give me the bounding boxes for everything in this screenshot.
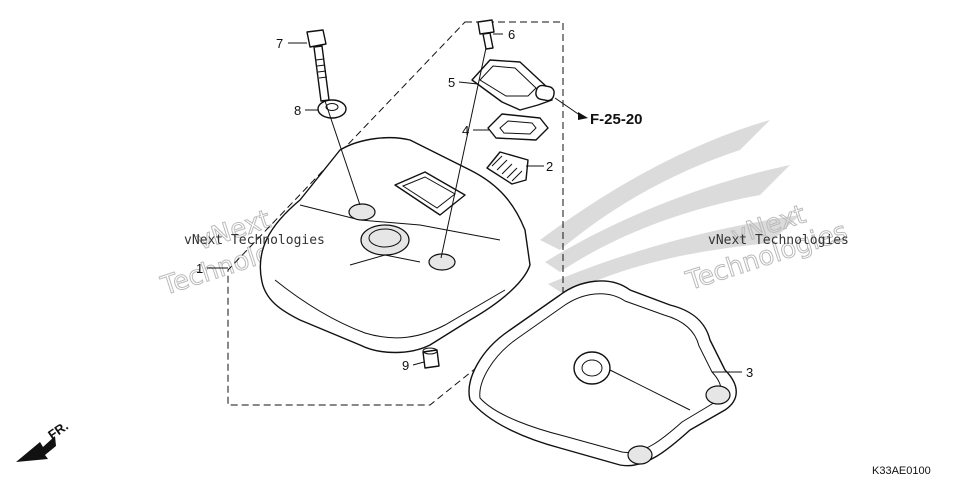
callout-7: 7 — [276, 36, 283, 51]
dowel-pin-9 — [422, 347, 440, 369]
drawing-code: K33AE0100 — [872, 465, 931, 477]
front-label: FR. — [45, 418, 71, 442]
callout-6: 6 — [508, 27, 515, 42]
leader-lines — [207, 33, 742, 373]
callout-8: 8 — [294, 103, 301, 118]
callout-2: 2 — [546, 159, 553, 174]
separator-2 — [486, 151, 529, 185]
watermark-small-left: vNext Technologies — [184, 233, 325, 248]
reference-label: F-25-20 — [590, 111, 643, 128]
front-arrow-icon — [16, 436, 56, 462]
reference-arrow — [578, 112, 588, 120]
group-boundary — [227, 21, 564, 406]
seal-washer-8 — [317, 99, 347, 119]
bolt-6 — [477, 19, 495, 50]
watermark-small-right: vNext Technologies — [708, 233, 849, 248]
callout-9: 9 — [402, 358, 409, 373]
callout-4: 4 — [462, 123, 469, 138]
callout-5: 5 — [448, 75, 455, 90]
breather-joint-5 — [471, 59, 555, 111]
cover-gasket — [468, 280, 737, 467]
cylinder-head-cover — [259, 137, 531, 354]
plate-gasket-4 — [487, 113, 549, 141]
callout-1: 1 — [196, 261, 203, 276]
callout-3: 3 — [746, 365, 753, 380]
bolt-7 — [306, 29, 330, 102]
